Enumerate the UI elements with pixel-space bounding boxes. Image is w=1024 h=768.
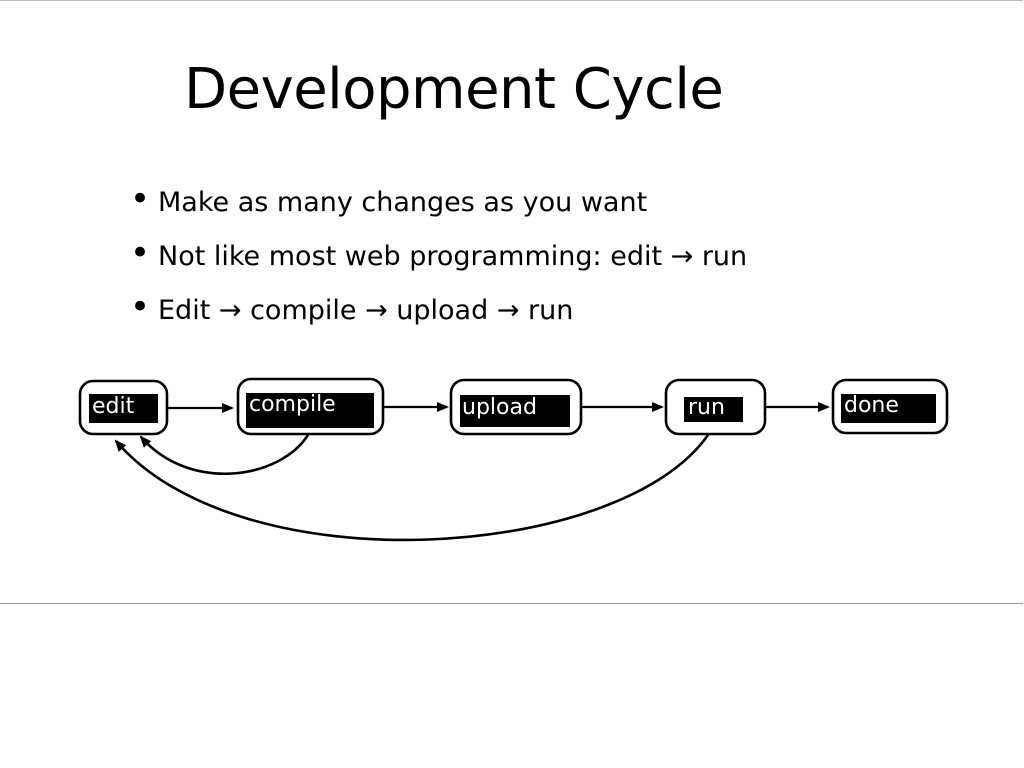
arrow-compile-edit: [139, 434, 310, 476]
node-label-upload: upload: [462, 395, 537, 420]
bullet-text: Not like most web programming: edit → ru…: [158, 241, 748, 272]
bullet-dot-icon: •: [130, 179, 151, 219]
bullet-dot-icon: •: [130, 233, 151, 273]
bullet-text: Edit → compile → upload → run: [158, 295, 574, 326]
cycle-diagram: edit compile upload run done: [78, 377, 949, 542]
slide-title: Development Cycle: [184, 57, 724, 122]
node-label-done: done: [844, 393, 899, 418]
node-done: done: [831, 378, 949, 435]
arrow-run-edit: [114, 434, 710, 542]
bullet-item: • Make as many changes as you want: [130, 179, 747, 233]
bullet-dot-icon: •: [130, 287, 151, 327]
bullet-text: Make as many changes as you want: [158, 187, 648, 218]
node-label-edit: edit: [92, 394, 135, 419]
node-run: run: [664, 378, 767, 436]
slide: Development Cycle • Make as many changes…: [0, 0, 1023, 604]
bullet-list: • Make as many changes as you want • Not…: [130, 179, 747, 341]
node-compile: compile: [236, 377, 385, 436]
node-label-compile: compile: [249, 392, 336, 417]
node-label-run: run: [688, 395, 725, 420]
node-upload: upload: [449, 378, 583, 436]
node-edit: edit: [78, 379, 169, 436]
bullet-item: • Edit → compile → upload → run: [130, 287, 747, 341]
bullet-item: • Not like most web programming: edit → …: [130, 233, 747, 287]
